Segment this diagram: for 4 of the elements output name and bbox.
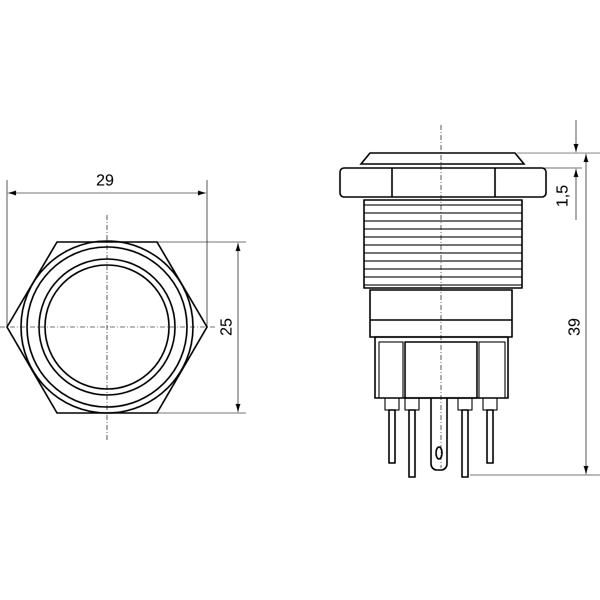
dimension-label: 25 xyxy=(220,318,232,336)
dimension-label: 1,5 xyxy=(556,186,570,206)
dimension-label: 29 xyxy=(96,174,114,186)
dimension-label: 39 xyxy=(568,318,580,336)
